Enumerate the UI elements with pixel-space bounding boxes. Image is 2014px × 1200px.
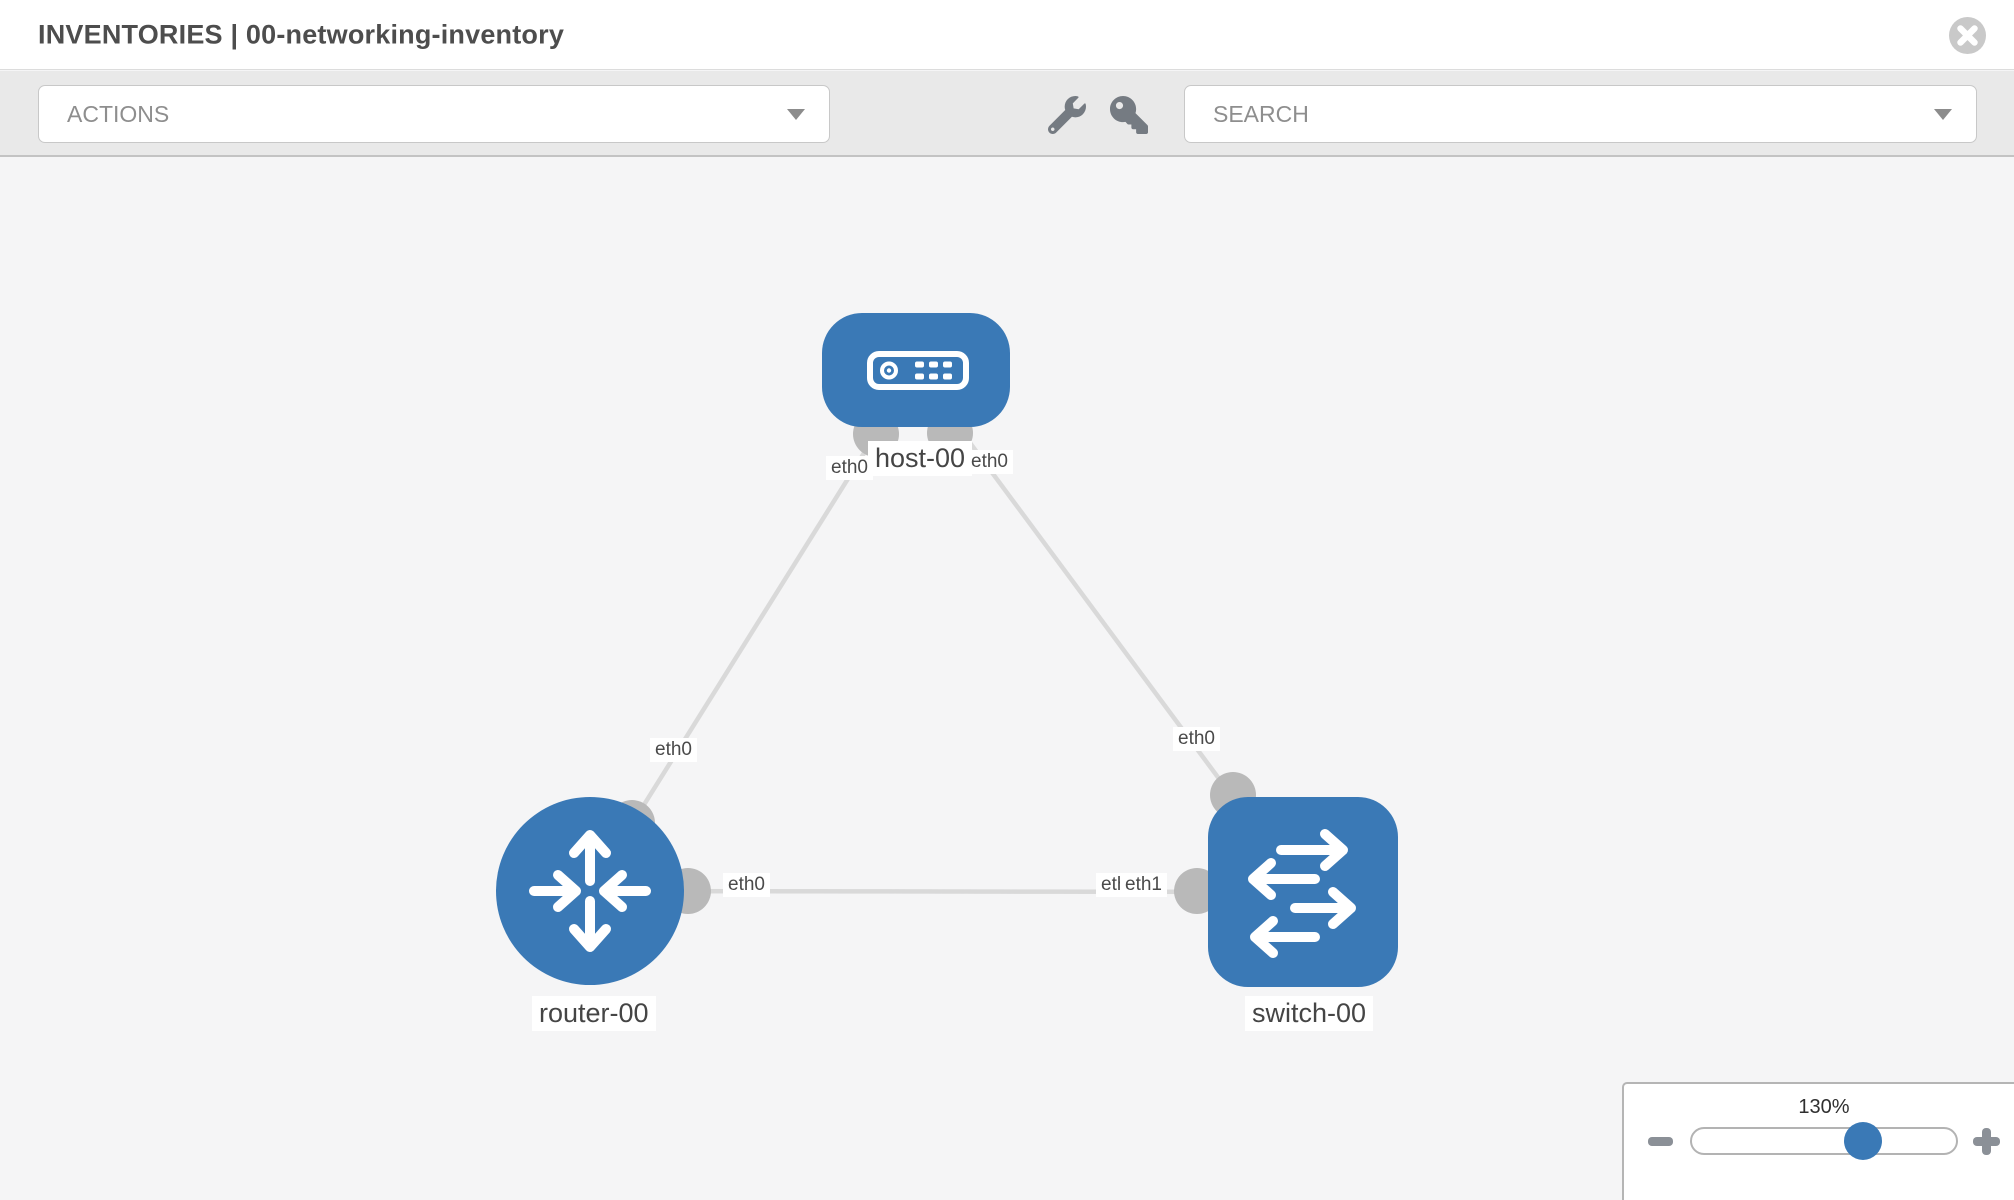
node-host-00[interactable] <box>822 313 1010 427</box>
server-icon <box>867 351 969 390</box>
zoom-panel: 130% <box>1622 1082 2014 1200</box>
zoom-level: 130% <box>1798 1096 1850 1118</box>
interface-label-router-eth0: eth0 <box>723 873 770 897</box>
close-icon <box>1949 17 1986 54</box>
actions-dropdown[interactable]: ACTIONS <box>38 85 830 143</box>
app-header: INVENTORIES | 00-networking-inventory <box>0 0 2014 70</box>
toolbar: ACTIONS SEARCH <box>0 71 2014 157</box>
interface-label-switch-eth1: eth1 <box>1120 873 1167 897</box>
interface-label-host-eth0-right: eth0 <box>966 450 1013 474</box>
wrench-icon <box>1047 96 1086 135</box>
zoom-in-icon[interactable] <box>1973 1128 2000 1155</box>
wrench-button[interactable] <box>1047 96 1086 135</box>
node-label-router: router-00 <box>532 996 656 1031</box>
switch-icon <box>1248 829 1356 958</box>
close-button[interactable] <box>1949 17 1986 54</box>
chevron-down-icon <box>1934 108 1952 120</box>
router-icon <box>529 830 651 952</box>
actions-dropdown-label: ACTIONS <box>67 100 170 127</box>
interface-label-host-eth0-left: eth0 <box>826 456 873 480</box>
interface-ports <box>609 410 1256 914</box>
key-button[interactable] <box>1110 96 1148 134</box>
zoom-out-icon[interactable] <box>1648 1137 1673 1146</box>
zoom-slider-track[interactable] <box>1690 1127 1958 1155</box>
interface-label-router-eth0-top: eth0 <box>650 738 697 762</box>
page-title: INVENTORIES | 00-networking-inventory <box>38 19 565 49</box>
search-dropdown-label: SEARCH <box>1213 100 1309 127</box>
search-dropdown[interactable]: SEARCH <box>1184 85 1977 143</box>
node-router-00[interactable] <box>496 797 684 985</box>
node-label-host: host-00 <box>868 441 973 476</box>
node-switch-00[interactable] <box>1208 797 1398 987</box>
chevron-down-icon <box>787 108 805 120</box>
topology-canvas[interactable] <box>0 157 2014 1200</box>
interface-label-switch-eth0-top: eth0 <box>1173 727 1220 751</box>
key-icon <box>1110 96 1148 134</box>
node-label-switch: switch-00 <box>1245 996 1374 1031</box>
zoom-slider-handle[interactable] <box>1844 1122 1882 1160</box>
